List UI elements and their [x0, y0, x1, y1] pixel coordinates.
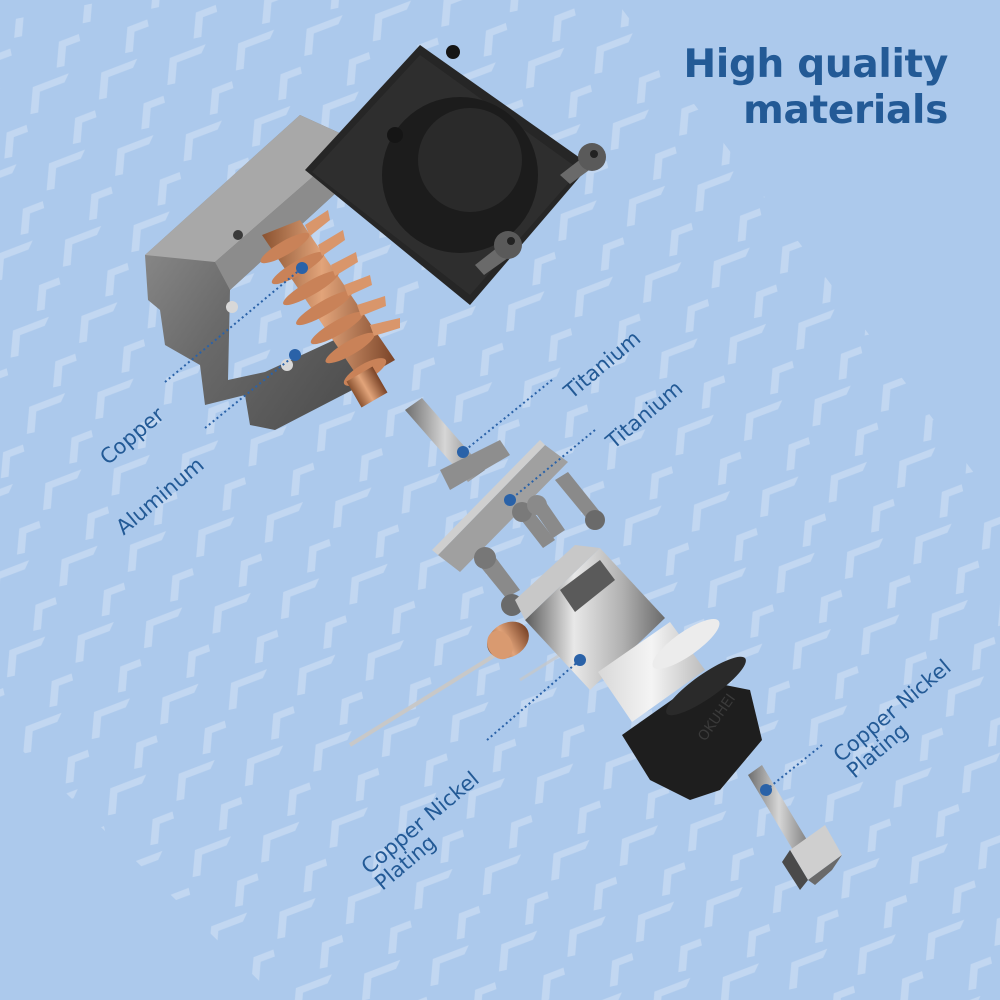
filament-strand: [348, 650, 502, 747]
titanium-plate-dot: [504, 494, 516, 506]
title-line-1: High quality: [683, 42, 949, 87]
fan-screw-bottom: [475, 231, 522, 275]
copper-heatsink: [260, 210, 400, 408]
silicone-insulator: [598, 619, 720, 722]
callout-dots: [289, 262, 772, 796]
brass-thermistor-fitting: [487, 621, 529, 660]
heater-block-dot: [574, 654, 586, 666]
heater-block: [515, 545, 665, 690]
cooling-fan: [305, 45, 606, 305]
nozzle: [748, 765, 842, 890]
titanium-heatbreak-dot: [457, 446, 469, 458]
silicone-sock: OKUHEI: [622, 656, 762, 800]
callout-lines: [164, 267, 823, 791]
fan-screw-top: [560, 143, 606, 184]
titanium-heatbreak: [405, 398, 510, 490]
nozzle-dot: [760, 784, 772, 796]
titanium-mounting-plate: [432, 440, 568, 572]
title-line-2: materials: [743, 88, 948, 133]
page-title: High quality materials: [683, 42, 949, 134]
copper-dot: [296, 262, 308, 274]
plate-screws: [474, 472, 605, 616]
aluminum-dot: [289, 349, 301, 361]
